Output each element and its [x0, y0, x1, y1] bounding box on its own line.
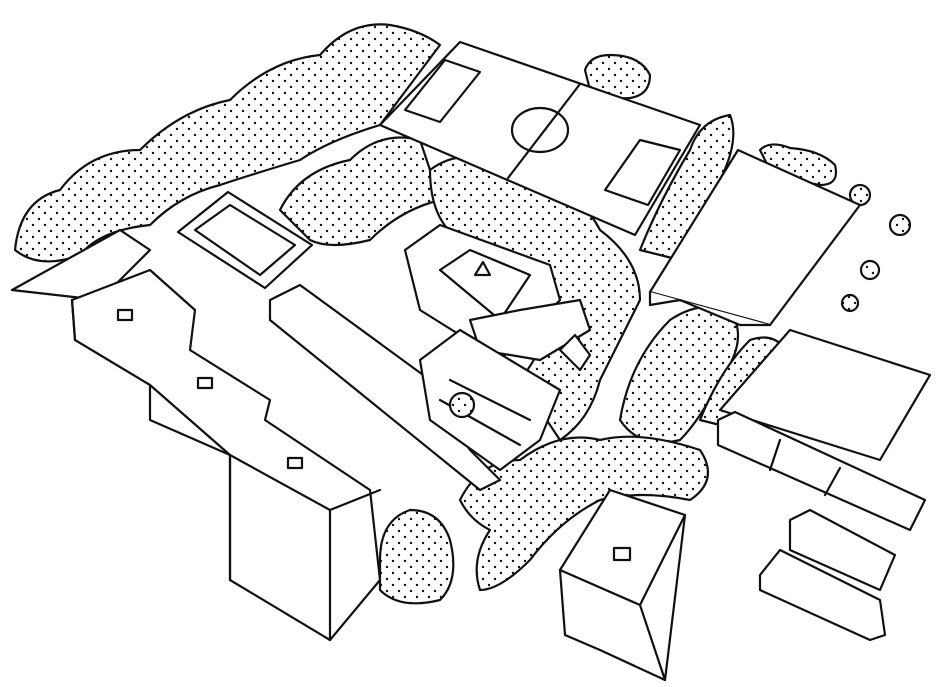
football-pitch [378, 40, 702, 237]
tree-belt-northwest [13, 23, 442, 263]
courtyard-building [268, 223, 592, 492]
west-terrace-building [10, 228, 382, 642]
south-building [558, 488, 687, 682]
tree-belt-south [378, 435, 710, 605]
east-block-building [716, 410, 927, 532]
sports-court [176, 190, 314, 290]
southeast-stacked-buildings [758, 508, 897, 642]
large-hall-building [648, 148, 862, 327]
east-field [718, 328, 932, 462]
